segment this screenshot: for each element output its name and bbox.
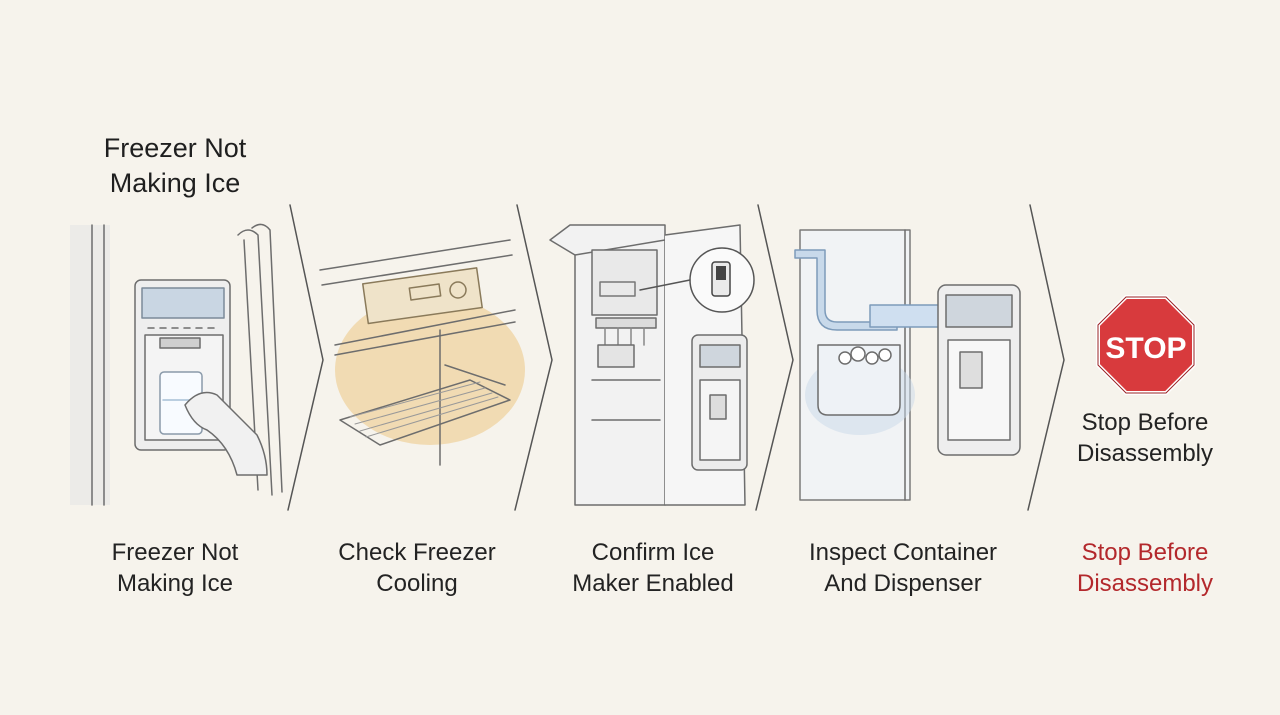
step-caption-1: Freezer Not Making Ice: [60, 537, 290, 599]
panel-4-container-dispenser: [794, 229, 1021, 501]
panel-3-ice-maker: [549, 224, 755, 506]
stop-caption-line-2: Disassembly: [1076, 440, 1214, 467]
page-title: Freezer Not Making Ice: [70, 131, 280, 201]
flow-chevrons: [287, 204, 1065, 511]
stop-sign-label: STOP: [1105, 332, 1186, 365]
panel-2-freezer-cooling: [319, 239, 525, 466]
stop-sign-icon: STOP: [1096, 295, 1196, 395]
step-1-line-1: Freezer Not: [111, 539, 239, 566]
step-4-line-1: Inspect Container: [808, 539, 998, 566]
page-title-line-2: Making Ice: [109, 168, 241, 198]
step-caption-2: Check Freezer Cooling: [302, 537, 532, 599]
step-2-line-1: Check Freezer: [338, 539, 496, 566]
step-caption-4: Inspect Container And Dispenser: [788, 537, 1018, 599]
step-2-line-2: Cooling: [376, 570, 458, 597]
stop-caption-line-1: Stop Before: [1081, 409, 1209, 436]
step-3-line-1: Confirm Ice: [591, 539, 715, 566]
step-1-line-2: Making Ice: [116, 570, 234, 597]
step-5-line-2: Disassembly: [1076, 570, 1214, 597]
step-4-line-2: And Dispenser: [824, 570, 982, 597]
step-caption-5: Stop Before Disassembly: [1030, 537, 1260, 599]
page-title-line-1: Freezer Not: [103, 133, 247, 163]
step-3-line-2: Maker Enabled: [572, 570, 734, 597]
step-5-line-1: Stop Before: [1081, 539, 1209, 566]
stop-sign-caption: Stop Before Disassembly: [1060, 407, 1230, 469]
panel-1-fridge-dispenser: [70, 223, 283, 506]
step-caption-3: Confirm Ice Maker Enabled: [538, 537, 768, 599]
